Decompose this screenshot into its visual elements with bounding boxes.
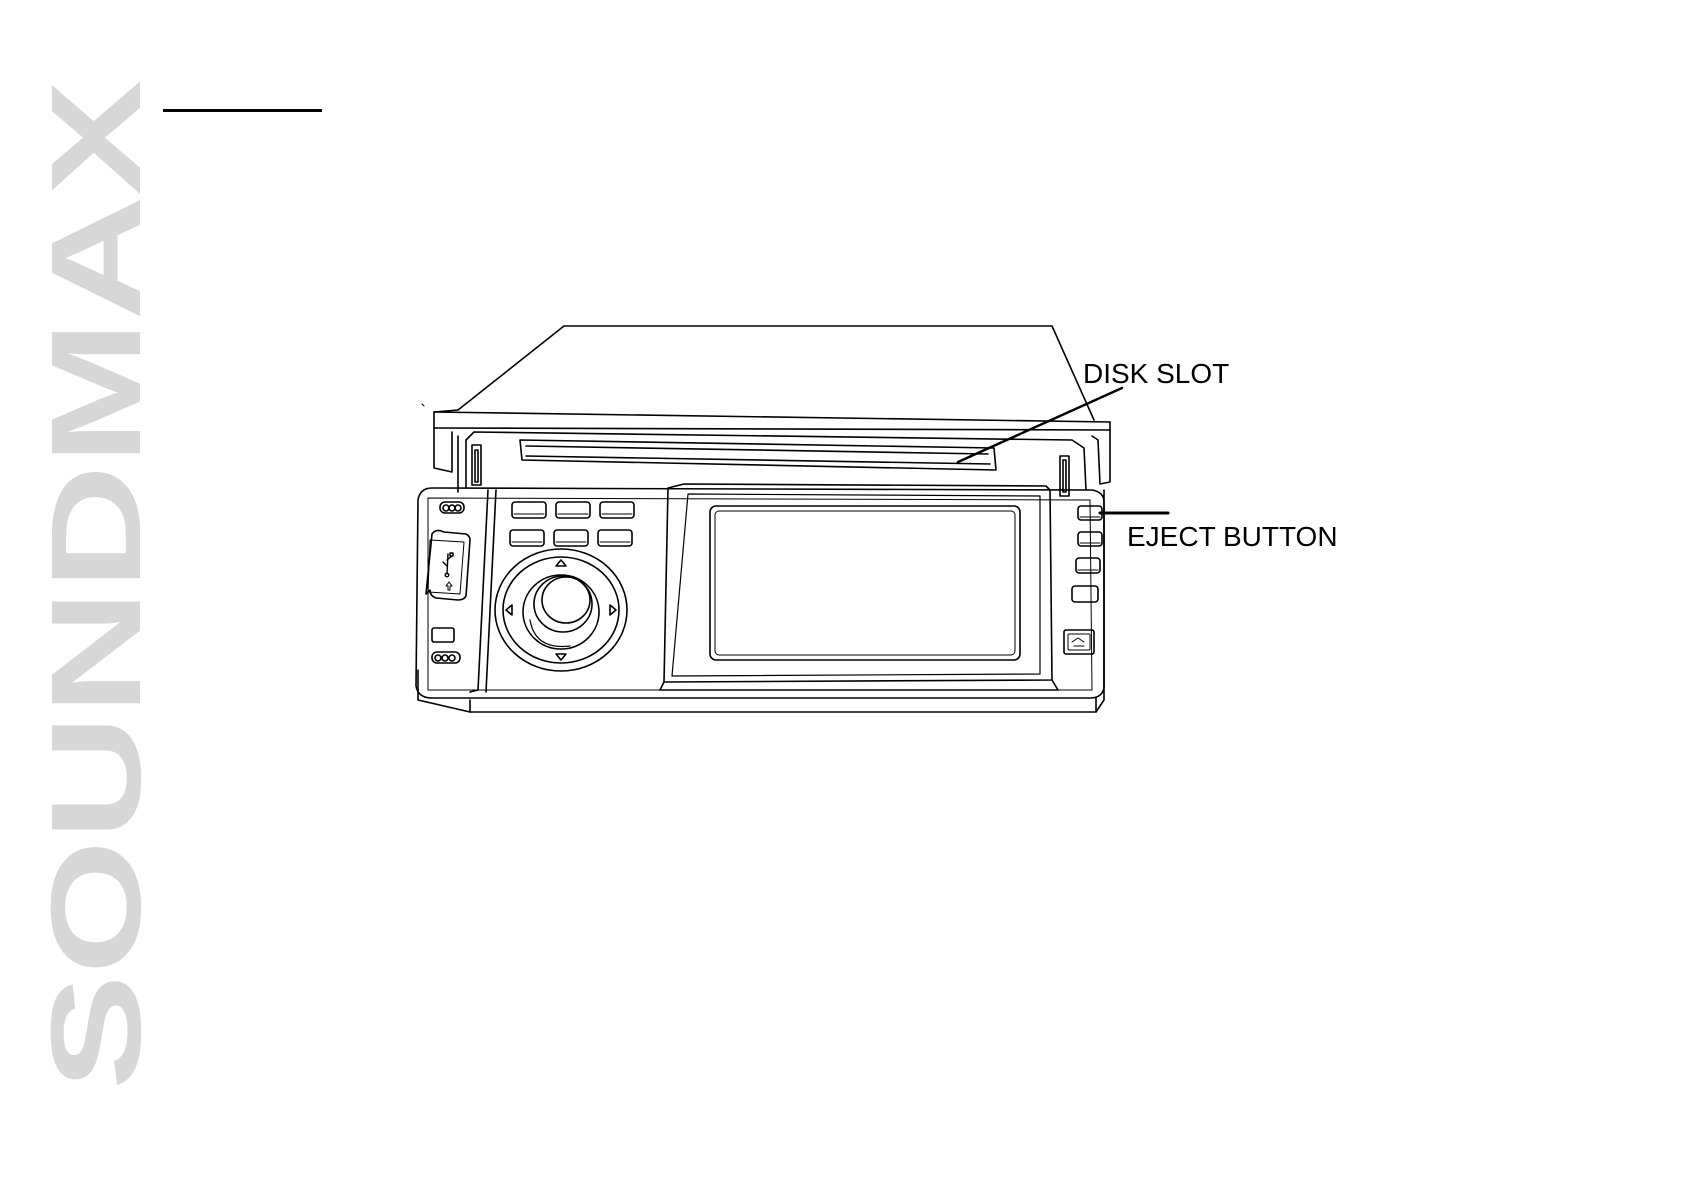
preset-button-3	[600, 502, 634, 518]
left-detach-panel	[432, 490, 496, 692]
display-screen	[660, 484, 1058, 690]
disk-slot-callout-line	[958, 388, 1122, 462]
usb-icon	[443, 553, 453, 577]
preset-button-2	[556, 502, 590, 518]
preset-button-6	[598, 530, 632, 546]
reset-button-shape	[1064, 630, 1094, 654]
disk-slot	[520, 440, 996, 470]
preset-button-4	[510, 530, 544, 546]
dial-down-arrow-icon	[556, 654, 566, 660]
navigation-dial	[495, 549, 627, 671]
right-buttons	[1064, 506, 1102, 654]
dial-right-arrow-icon	[610, 605, 616, 615]
eject-button-label: EJECT BUTTON	[1127, 523, 1338, 551]
preset-button-5	[554, 530, 588, 546]
disk-slot-label: DISK SLOT	[1083, 360, 1229, 388]
dial-left-arrow-icon	[506, 605, 512, 615]
lower-housing	[418, 490, 1104, 712]
chassis-top	[422, 326, 1110, 430]
left-small-button	[432, 628, 454, 642]
usb-port	[426, 530, 470, 600]
dial-up-arrow-icon	[556, 560, 566, 566]
preset-buttons	[510, 502, 634, 546]
preset-button-1	[512, 502, 546, 518]
front-panel	[416, 488, 1104, 698]
